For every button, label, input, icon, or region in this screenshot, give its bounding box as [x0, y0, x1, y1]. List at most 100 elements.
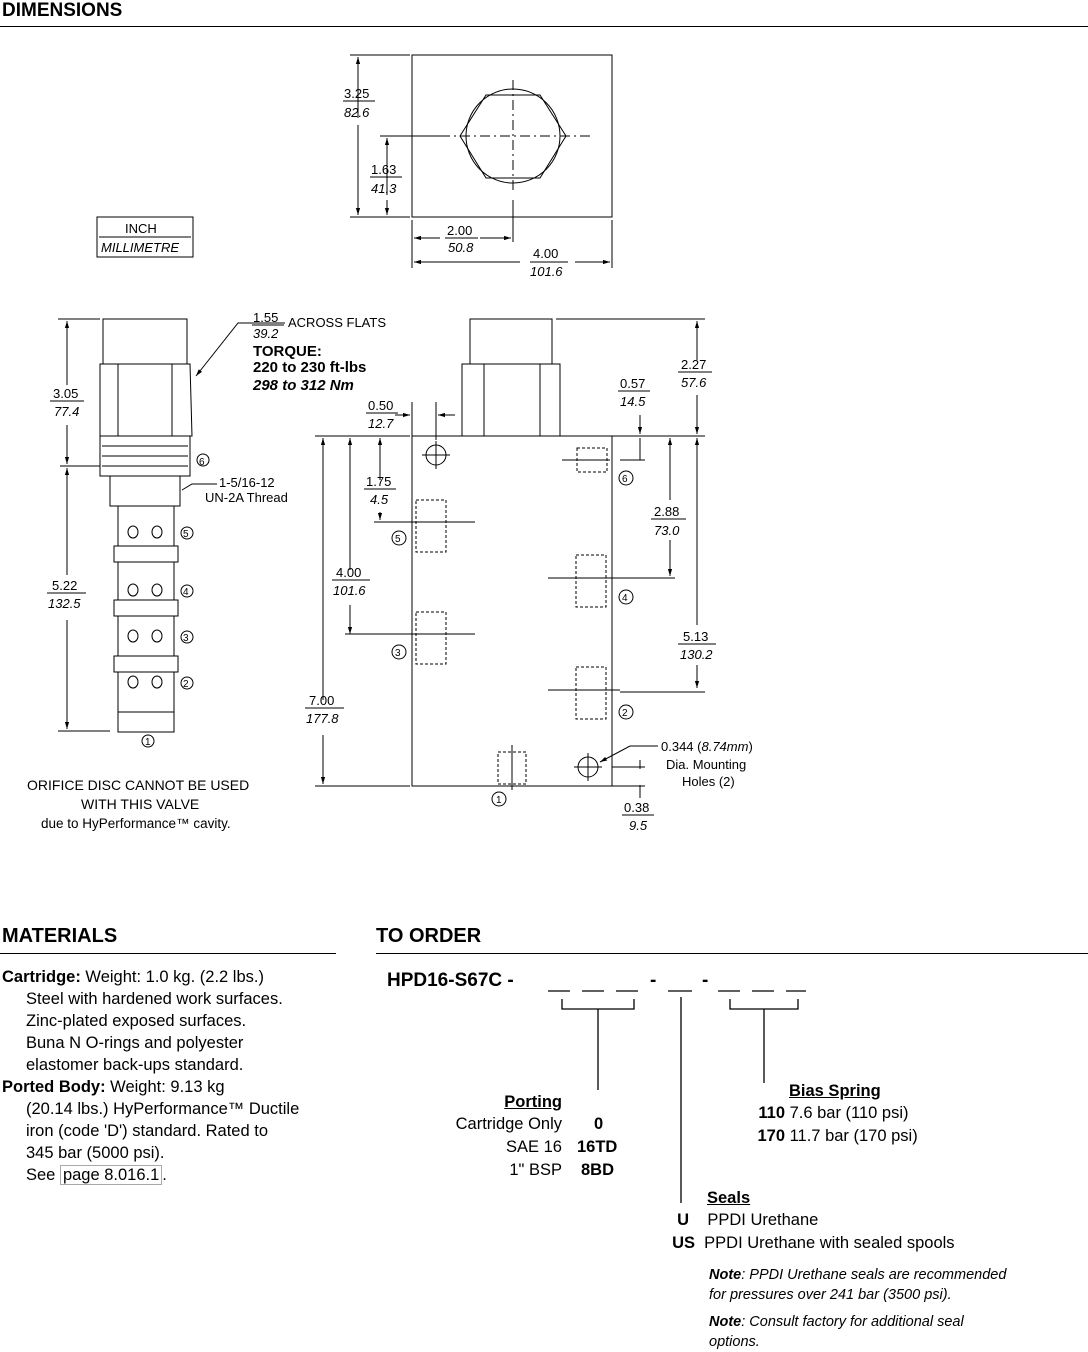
materials-body: Cartridge: Weight: 1.0 kg. (2.2 lbs.) St… — [2, 966, 342, 1186]
units-inch: INCH — [125, 221, 157, 236]
dim-b-057: 0.57 — [620, 376, 645, 391]
note-2-text-2: options. — [709, 1334, 760, 1350]
note-1-label: Note — [709, 1267, 742, 1283]
cart-port-1: 1 — [145, 737, 151, 748]
see-line: See page 8.016.1. — [2, 1164, 342, 1186]
page-link[interactable]: page 8.016.1 — [59, 1165, 163, 1185]
bias-desc-0: 7.6 bar (110 psi) — [789, 1104, 909, 1122]
body-port-5: 5 — [395, 534, 401, 545]
dim-top-413: 41.3 — [371, 181, 397, 196]
dim-b-700: 7.00 — [309, 693, 334, 708]
dim-c-522: 5.22 — [52, 578, 77, 593]
body-port-1: 1 — [496, 795, 502, 806]
units-mm: MILLIMETRE — [101, 240, 179, 255]
dim-b-227: 2.27 — [681, 357, 706, 372]
body-port-4: 4 — [622, 593, 628, 604]
note-2-text: : Consult factory for additional seal — [741, 1314, 964, 1330]
body-desc-2: iron (code 'D') standard. Rated to — [26, 1122, 269, 1140]
seals-title: Seals — [707, 1189, 751, 1207]
hole-line-1: 0.344 (8.74mm) — [661, 739, 753, 754]
note-1: Note: PPDI Urethane seals are recommende… — [709, 1265, 1079, 1305]
cartridge-desc-4: elastomer back-ups standard. — [26, 1056, 244, 1074]
materials-heading: MATERIALS — [2, 925, 118, 947]
dim-top-163: 1.63 — [371, 162, 396, 177]
dimensions-rule — [0, 26, 1088, 27]
cart-port-6: 6 — [199, 457, 205, 468]
model-code: HPD16-S67C - — [387, 970, 514, 991]
see-end: . — [162, 1166, 167, 1184]
cartridge-cap — [102, 318, 188, 365]
to-order-rule — [376, 953, 1088, 954]
bias-code-1: 170 — [757, 1127, 785, 1145]
cartridge-line: Cartridge: Weight: 1.0 kg. (2.2 lbs.) — [2, 966, 342, 988]
dim-top-325: 3.25 — [344, 86, 369, 101]
torque-nm: 298 to 312 Nm — [252, 377, 354, 394]
bias-block: Bias Spring 110 7.6 bar (110 psi) 170 11… — [745, 1082, 1045, 1150]
dim-b-95: 9.5 — [629, 818, 648, 833]
dim-b-038: 0.38 — [624, 800, 649, 815]
cartridge-desc-3: Buna N O-rings and polyester — [26, 1034, 244, 1052]
porting-title: Porting — [504, 1093, 562, 1111]
porting-desc-0: Cartridge Only — [455, 1115, 562, 1133]
dim-b-175: 1.75 — [366, 474, 391, 489]
dim-flats-155: 1.55 — [253, 310, 278, 325]
dim-b-576: 57.6 — [681, 375, 707, 390]
dim-top-200: 2.00 — [447, 223, 472, 238]
body-line: Ported Body: Weight: 9.13 kg — [2, 1076, 342, 1098]
orifice-line-1: ORIFICE DISC CANNOT BE USED — [27, 777, 249, 793]
torque-label: TORQUE: — [253, 343, 322, 360]
body-desc-3: 345 bar (5000 psi). — [26, 1144, 165, 1162]
body-cap — [469, 318, 553, 365]
to-order-heading: TO ORDER — [376, 925, 482, 947]
seals-code-0: U — [677, 1211, 689, 1229]
model-dashes: - — [650, 970, 657, 991]
dim-flats-label: ACROSS FLATS — [288, 315, 386, 330]
cart-port-2: 2 — [183, 679, 189, 690]
thread-2: UN-2A Thread — [205, 490, 288, 505]
dim-top-508: 50.8 — [448, 240, 474, 255]
seals-code-1: US — [672, 1234, 695, 1252]
bias-title: Bias Spring — [789, 1082, 881, 1100]
cartridge-desc-1: Steel with hardened work surfaces. — [26, 990, 283, 1008]
hole-line-3: Holes (2) — [682, 774, 735, 789]
cart-port-3: 3 — [183, 633, 189, 644]
cart-port-5: 5 — [183, 529, 189, 540]
note-1-text: : PPDI Urethane seals are recommended — [741, 1267, 1007, 1283]
orifice-line-3: due to HyPerformance™ cavity. — [41, 816, 231, 831]
dim-top-1016: 101.6 — [530, 264, 563, 279]
dim-top-826: 82.6 — [344, 105, 370, 120]
seals-desc-1: PPDI Urethane with sealed spools — [704, 1234, 955, 1252]
body-port-2: 2 — [622, 708, 628, 719]
dim-b-127: 12.7 — [368, 416, 394, 431]
see-text: See — [26, 1166, 60, 1184]
hole-line-2: Dia. Mounting — [666, 757, 746, 772]
porting-code-0: 0 — [594, 1115, 604, 1133]
dim-b-513: 5.13 — [683, 629, 708, 644]
body-weight: Weight: 9.13 kg — [105, 1078, 225, 1096]
cart-port-4: 4 — [183, 587, 189, 598]
body-hex — [461, 363, 561, 437]
orifice-line-2: WITH THIS VALVE — [81, 796, 199, 812]
cartridge-hex — [99, 363, 193, 437]
bias-desc-1: 11.7 bar (170 psi) — [789, 1127, 918, 1145]
dim-b-1016: 101.6 — [333, 583, 366, 598]
dim-b-1778: 177.8 — [306, 711, 339, 726]
body-port-6: 6 — [622, 474, 628, 485]
dim-b-730: 73.0 — [654, 523, 680, 538]
porting-desc-1: SAE 16 — [506, 1138, 562, 1156]
dim-b-145: 14.5 — [620, 394, 646, 409]
torque-ft: 220 to 230 ft-lbs — [253, 359, 366, 376]
dim-b-288: 2.88 — [654, 504, 679, 519]
dim-b-050: 0.50 — [368, 398, 393, 413]
porting-code-1: 16TD — [577, 1138, 618, 1156]
dim-b-400: 4.00 — [336, 565, 361, 580]
model-dashes-2: - — [702, 970, 709, 991]
note-1-text-2: for pressures over 241 bar (3500 psi). — [709, 1287, 952, 1303]
body-port-3: 3 — [395, 648, 401, 659]
note-2-label: Note — [709, 1314, 742, 1330]
cartridge-weight: Weight: 1.0 kg. (2.2 lbs.) — [80, 968, 264, 986]
cartridge-desc-2: Zinc-plated exposed surfaces. — [26, 1012, 247, 1030]
dimension-drawing: 3.25 82.6 1.63 41.3 2.00 50.8 4.00 101.6… — [27, 54, 753, 833]
materials-rule — [0, 953, 336, 954]
